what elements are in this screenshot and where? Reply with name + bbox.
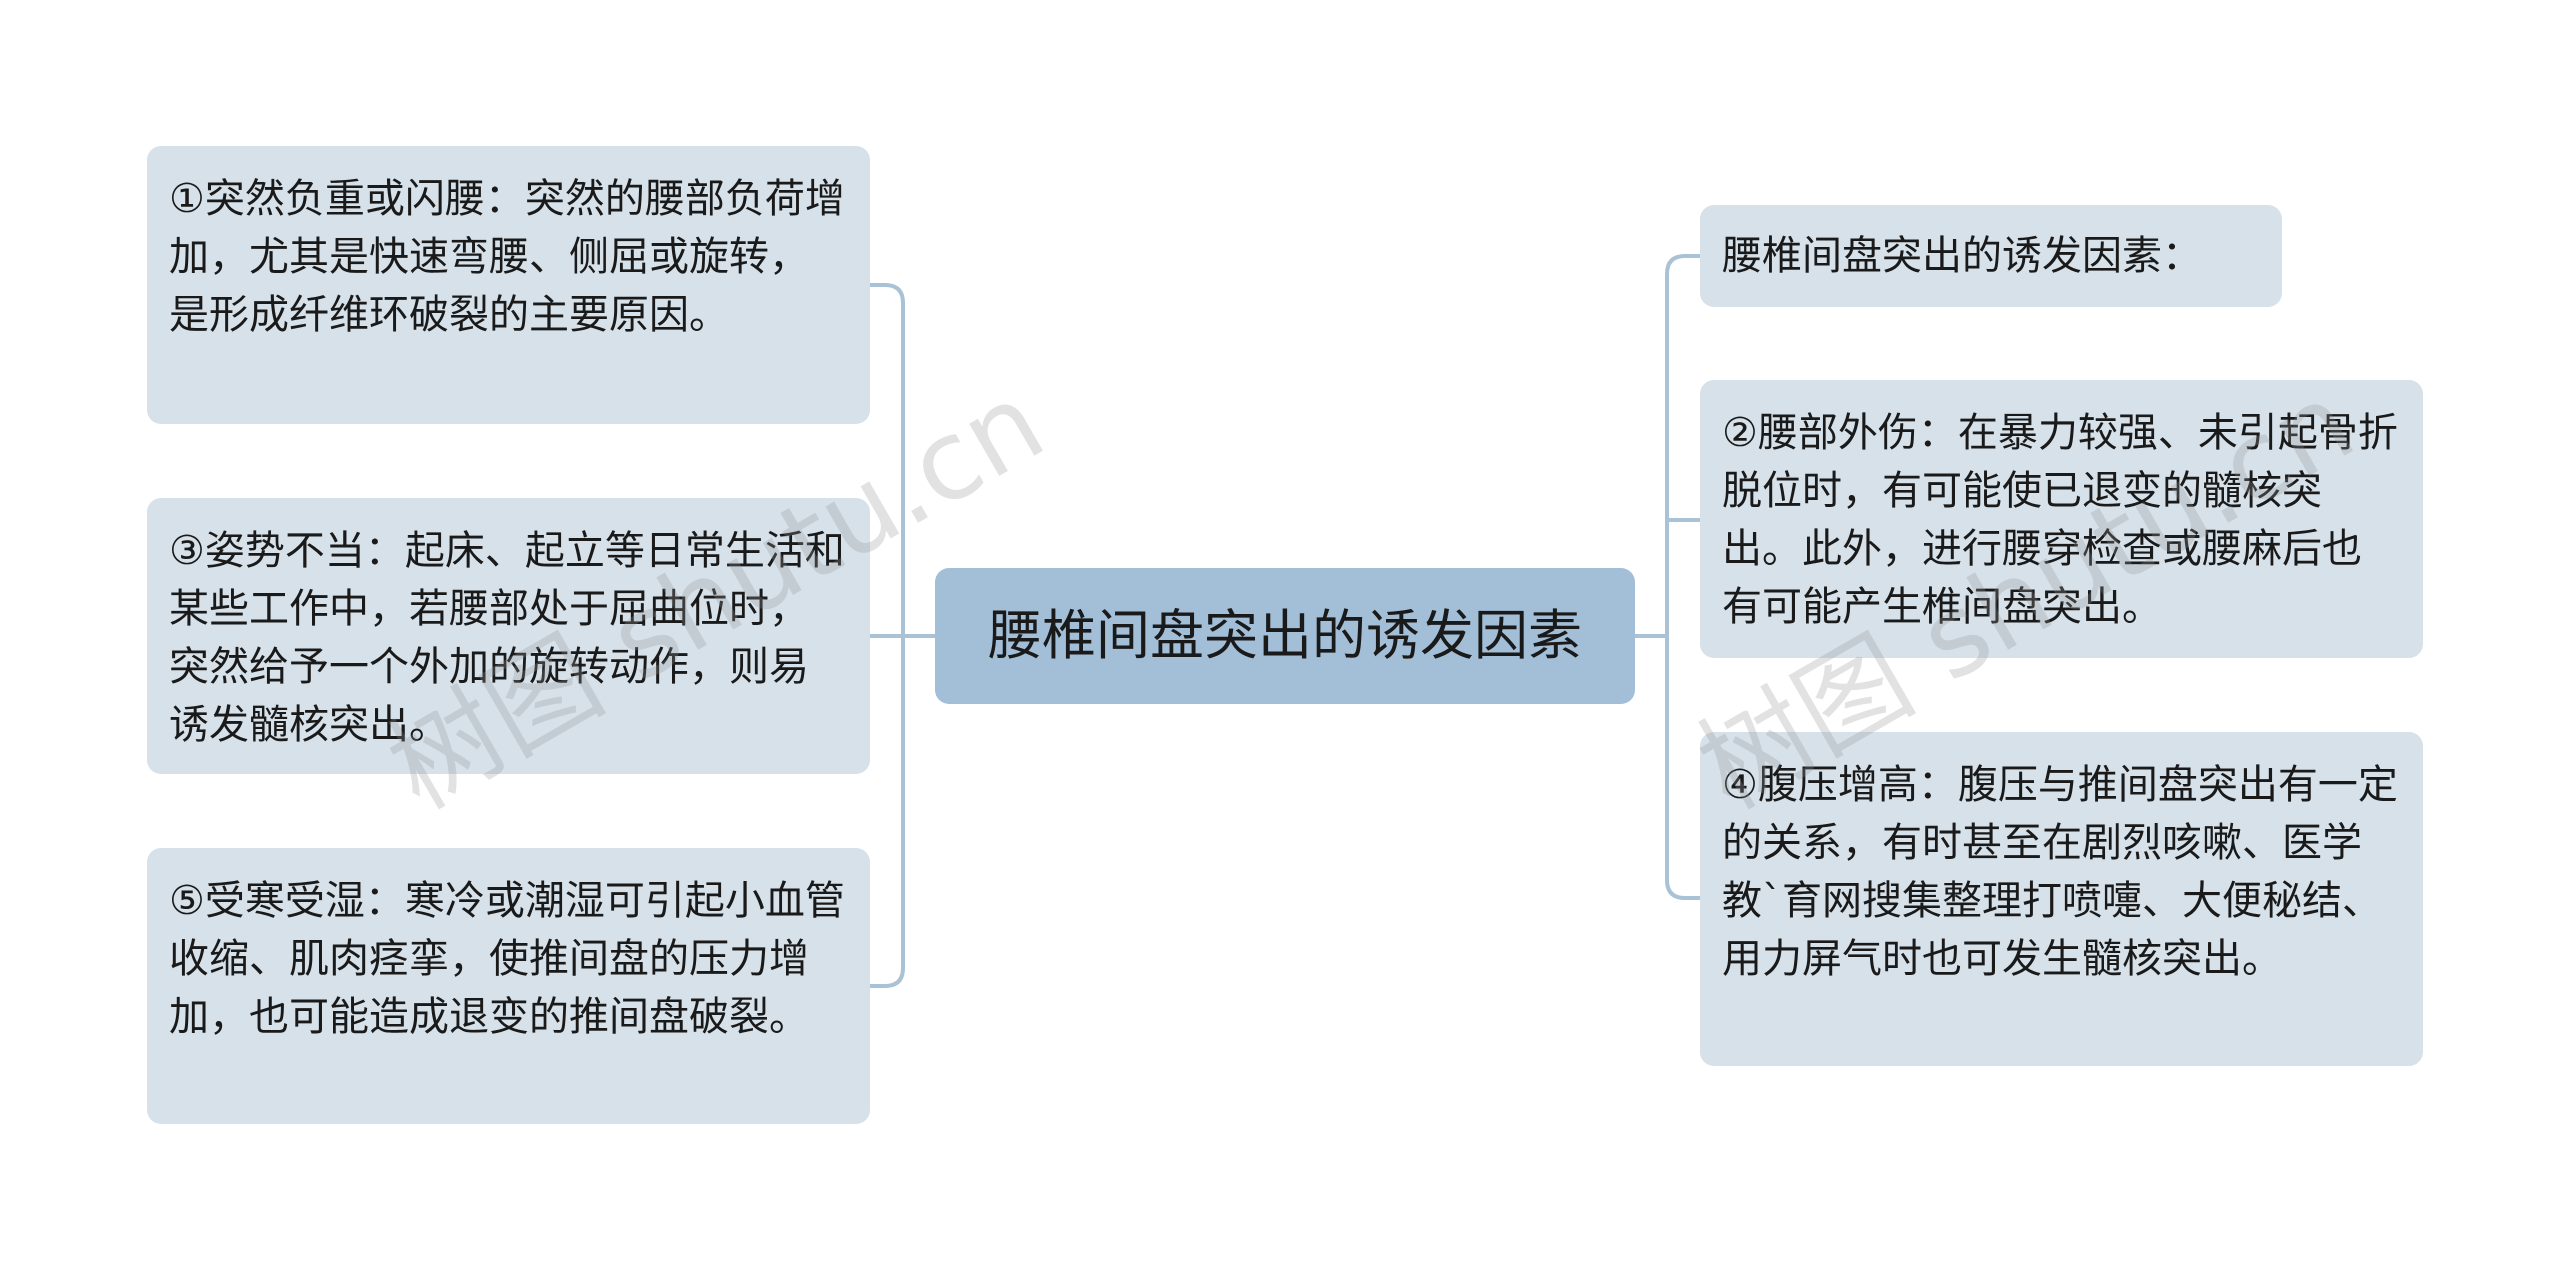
left-node-2[interactable]: ③姿势不当：起床、起立等日常生活和某些工作中，若腰部处于屈曲位时，突然给予一个外… bbox=[147, 498, 870, 774]
right-node-1[interactable]: 腰椎间盘突出的诱发因素： bbox=[1700, 205, 2282, 307]
left-node-1[interactable]: ①突然负重或闪腰：突然的腰部负荷增加，尤其是快速弯腰、侧屈或旋转，是形成纤维环破… bbox=[147, 146, 870, 424]
root-topic[interactable]: 腰椎间盘突出的诱发因素 bbox=[935, 568, 1635, 704]
right-node-2[interactable]: ②腰部外伤：在暴力较强、未引起骨折脱位时，有可能使已退变的髓核突出。此外，进行腰… bbox=[1700, 380, 2423, 658]
connector-right-bracket bbox=[1665, 254, 1686, 900]
left-node-3[interactable]: ⑤受寒受湿：寒冷或潮湿可引起小血管收缩、肌肉痉挛，使推间盘的压力增加，也可能造成… bbox=[147, 848, 870, 1124]
right-node-3[interactable]: ④腹压增高：腹压与推间盘突出有一定的关系，有时甚至在剧烈咳嗽、医学教`育网搜集整… bbox=[1700, 732, 2423, 1066]
